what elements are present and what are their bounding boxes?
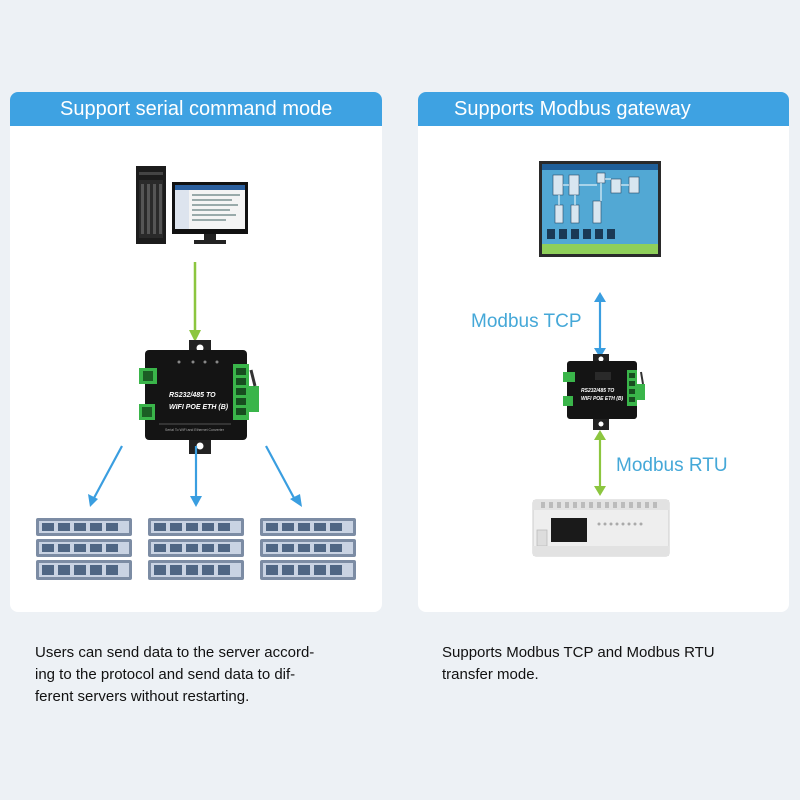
downlink-arrow <box>189 262 201 342</box>
panel-header: Supports Modbus gateway <box>418 92 789 126</box>
plc-controller-icon <box>532 499 670 557</box>
modbus-rtu-label: Modbus RTU <box>616 455 728 476</box>
rtu-link-arrow <box>594 430 606 496</box>
description-line: transfer mode. <box>442 666 539 683</box>
scada-hmi-screen-icon <box>539 161 661 257</box>
gateway-device-icon <box>139 340 259 454</box>
desktop-computer-icon <box>136 166 248 244</box>
description-line: Users can send data to the server accord… <box>35 644 315 661</box>
description-line: ing to the protocol and send data to dif… <box>35 666 296 683</box>
description-line: ferent servers without restarting. <box>35 688 250 705</box>
panel-title: Supports Modbus gateway <box>454 98 691 120</box>
device-model-line1: RS232/485 TO <box>169 392 216 399</box>
device-model-line2: WIFI POE ETH (B) <box>169 404 229 411</box>
serial-mode-description: Users can send data to the server accord… <box>35 642 375 708</box>
fanout-arrows <box>88 445 302 507</box>
modbus-gateway-device: RS232/485 TO WIFI POE ETH (B) <box>563 354 653 430</box>
device-model-line1: RS232/485 TO <box>581 388 615 394</box>
server-rack-icon <box>36 518 132 580</box>
panel-header: Support serial command mode <box>10 92 382 126</box>
gateway-device-icon <box>563 354 645 430</box>
modbus-description: Supports Modbus TCP and Modbus RTU trans… <box>442 642 772 686</box>
device-subtitle: Serial To WiFi and Ethernet Converter <box>165 428 224 432</box>
panel-title: Support serial command mode <box>60 98 333 120</box>
description-line: Supports Modbus TCP and Modbus RTU <box>442 644 715 661</box>
device-model-line2: WIFI POE ETH (B) <box>581 396 624 402</box>
tcp-link-arrow <box>594 292 606 358</box>
server-rack-icon <box>260 518 356 580</box>
modbus-tcp-label: Modbus TCP <box>471 311 582 332</box>
serial-gateway-device: RS232/485 TO WIFI POE ETH (B) Serial To … <box>139 340 269 460</box>
server-rack-icon <box>148 518 244 580</box>
